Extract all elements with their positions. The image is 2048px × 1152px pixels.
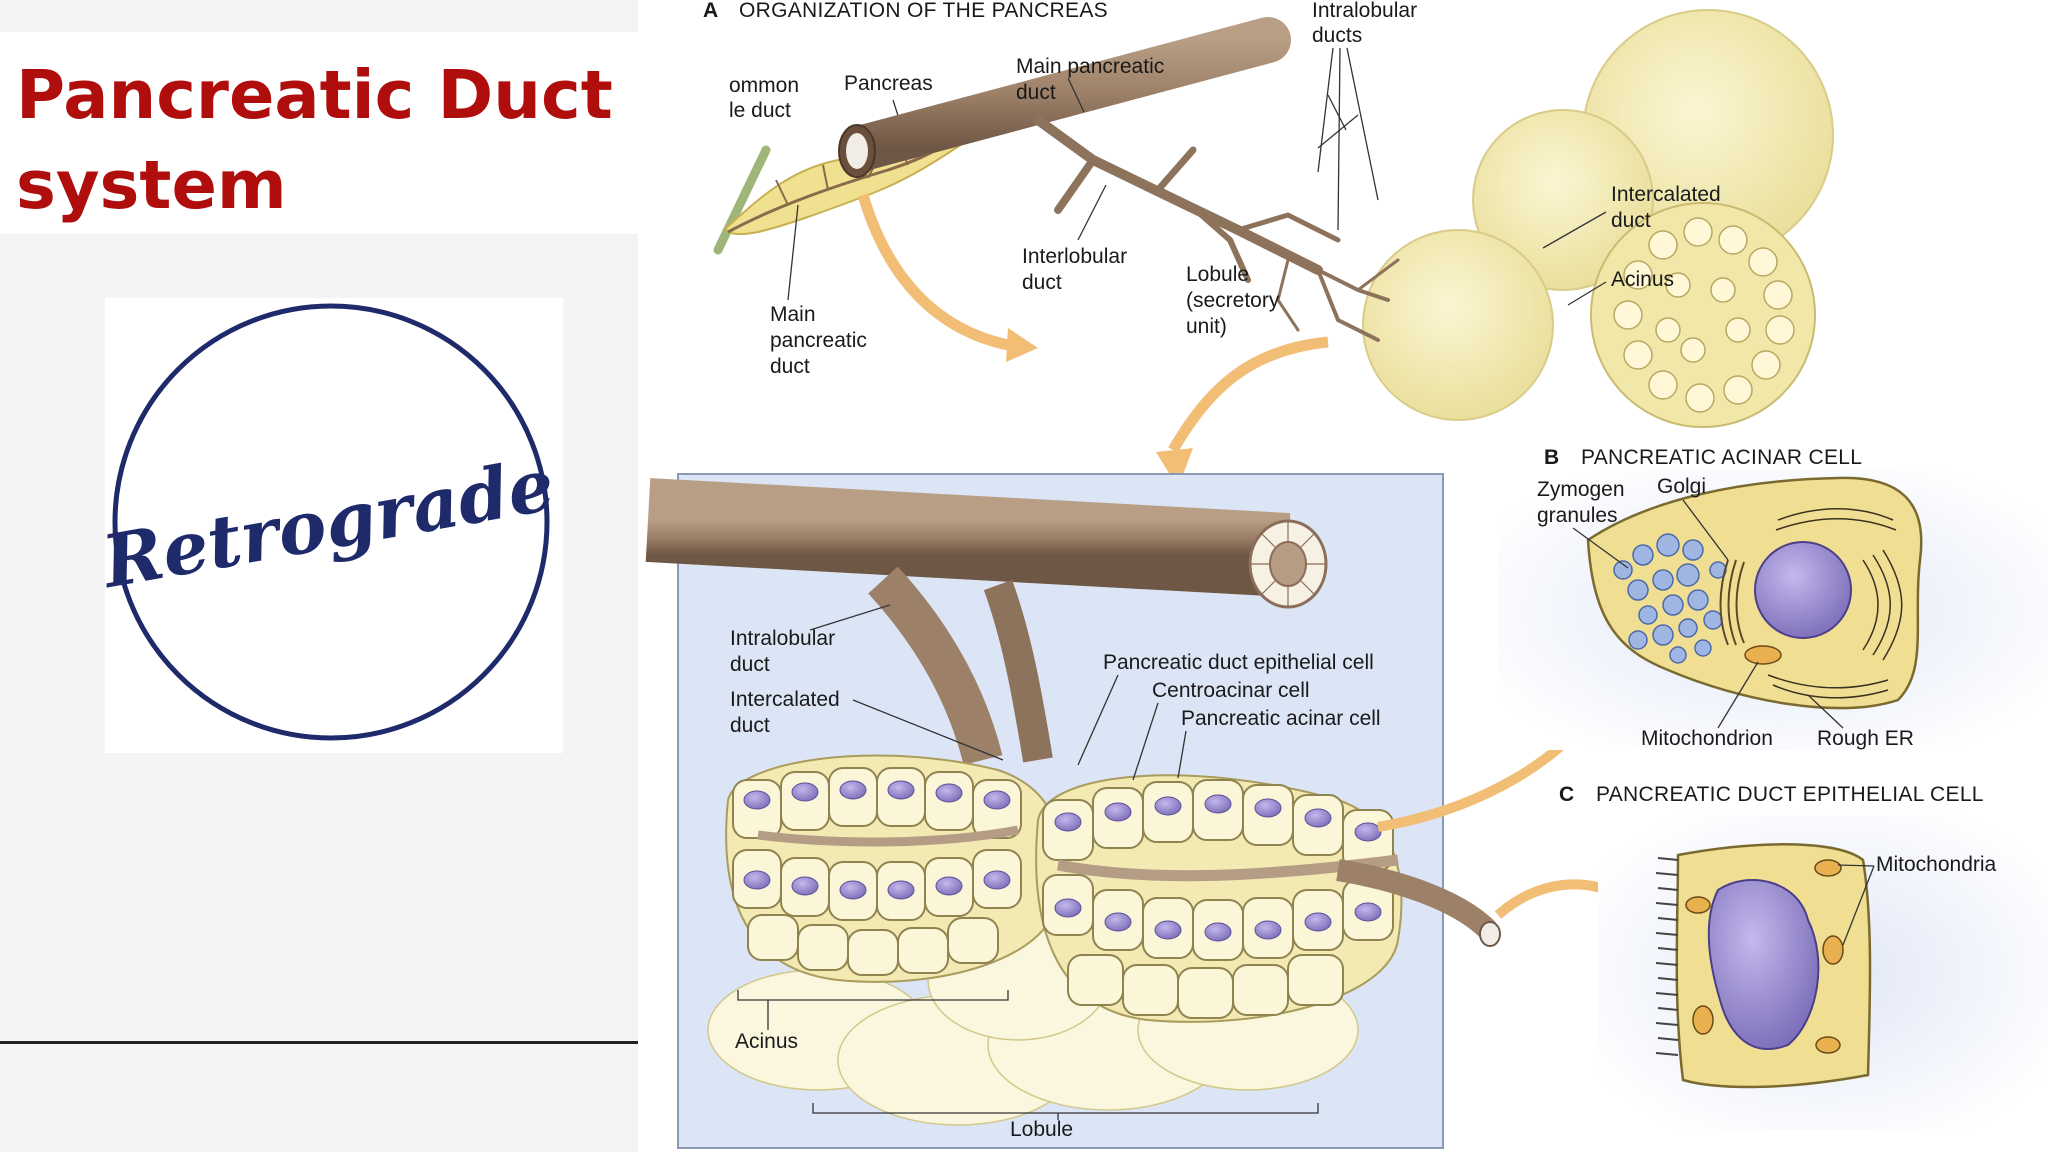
panel-c-letter: C [1559, 783, 1574, 806]
logo-card: Retrograde [105, 298, 563, 753]
label-centroacinar: Centroacinar cell [1152, 679, 1310, 702]
title-box [0, 32, 638, 234]
label-intercalated-a-2: duct [1611, 209, 1651, 232]
golgi [1719, 559, 1745, 646]
slide-title: Pancreatic Duct system [16, 50, 626, 230]
descending-duct-right [983, 579, 1053, 763]
arrow-lobule [1156, 448, 1193, 488]
label-lobule-3: unit) [1186, 315, 1227, 338]
acinar-nuclei [743, 780, 1382, 942]
panel-a: A ORGANIZATION OF THE PANCREAS ommon le … [703, 0, 1834, 488]
main-illustration: Intralobular duct Intercalated duct Panc… [645, 473, 1653, 1149]
label-zymogen-2: granules [1537, 504, 1618, 527]
label-intralobular-a-2: ducts [1312, 24, 1362, 47]
footer-divider [0, 1041, 638, 1044]
label-intralobular-a-1: Intralobular [1312, 0, 1417, 22]
label-intercalated-main-1: Intercalated [730, 688, 840, 711]
zymogen-granules [1613, 533, 1727, 664]
label-pancreas: Pancreas [844, 72, 933, 95]
panel-c: C PANCREATIC DUCT EPITHELIAL CELL Mitoch… [1559, 783, 2048, 1130]
descending-duct-left [868, 566, 1003, 765]
arrow-a [1006, 328, 1038, 362]
retrograde-logo: Retrograde [105, 303, 560, 741]
panel-c-title: PANCREATIC DUCT EPITHELIAL CELL [1596, 783, 1984, 806]
label-duct-epithelial: Pancreatic duct epithelial cell [1103, 651, 1374, 674]
label-intralobular-main-1: Intralobular [730, 627, 835, 650]
label-common-bile-2: le duct [729, 99, 791, 122]
label-acinus-a: Acinus [1611, 268, 1674, 291]
panel-b: B PANCREATIC ACINAR CELL Zymogen granule… [1498, 446, 2048, 750]
label-intercalated-a-1: Intercalated [1611, 183, 1721, 206]
mitochondrion-b [1744, 645, 1782, 665]
mitochondria-c [1685, 859, 1844, 1054]
lobule-mid [1472, 109, 1654, 291]
label-main-pancreatic-1: Main pancreatic [1016, 55, 1164, 78]
microvilli [1655, 857, 1679, 1056]
label-acinus-main: Acinus [735, 1030, 798, 1053]
label-main-pancreatic-2: duct [1016, 81, 1056, 104]
label-golgi: Golgi [1657, 475, 1706, 498]
pancreas-diagram: A ORGANIZATION OF THE PANCREAS ommon le … [645, 0, 2048, 1149]
label-intercalated-main-2: duct [730, 714, 770, 737]
label-interlobular-2: duct [1022, 271, 1062, 294]
label-mitochondrion: Mitochondrion [1641, 727, 1773, 750]
label-rough-er: Rough ER [1817, 727, 1914, 750]
label-mitochondria: Mitochondria [1876, 853, 1997, 876]
rough-er [1767, 508, 1903, 699]
label-main-duct-3: duct [770, 355, 810, 378]
intralobular-duct [645, 478, 1291, 597]
label-main-duct-1: Main [770, 303, 816, 326]
panel-b-title: PANCREATIC ACINAR CELL [1581, 446, 1862, 469]
label-intralobular-main-2: duct [730, 653, 770, 676]
duct-cell-nucleus [1707, 879, 1820, 1050]
label-zymogen-1: Zymogen [1537, 478, 1625, 501]
label-lobule-main: Lobule [1010, 1118, 1073, 1141]
panel-a-title: ORGANIZATION OF THE PANCREAS [739, 0, 1108, 22]
label-lobule-2: (secretory [1186, 289, 1280, 312]
acini-ring [1613, 217, 1795, 413]
logo-text: Retrograde [105, 441, 560, 604]
exiting-duct [1336, 859, 1496, 939]
panel-a-letter: A [703, 0, 718, 22]
label-common-bile-1: ommon [729, 74, 799, 97]
logo-circle [112, 303, 550, 741]
title-line-2: system [16, 146, 287, 224]
label-interlobular-1: Interlobular [1022, 245, 1127, 268]
main-duct-a [840, 17, 1291, 171]
label-acinar-cell: Pancreatic acinar cell [1181, 707, 1381, 730]
acinar-nucleus [1754, 541, 1852, 639]
panel-b-letter: B [1544, 446, 1559, 469]
label-lobule-1: Lobule [1186, 263, 1249, 286]
title-line-1: Pancreatic Duct [16, 56, 613, 134]
figure-panel: A ORGANIZATION OF THE PANCREAS ommon le … [638, 0, 2048, 1152]
label-main-duct-2: pancreatic [770, 329, 867, 352]
left-panel: Pancreatic Duct system Retrograde [0, 0, 638, 1152]
duct-branches-a [1033, 115, 1400, 342]
lobule-left [1362, 229, 1554, 421]
